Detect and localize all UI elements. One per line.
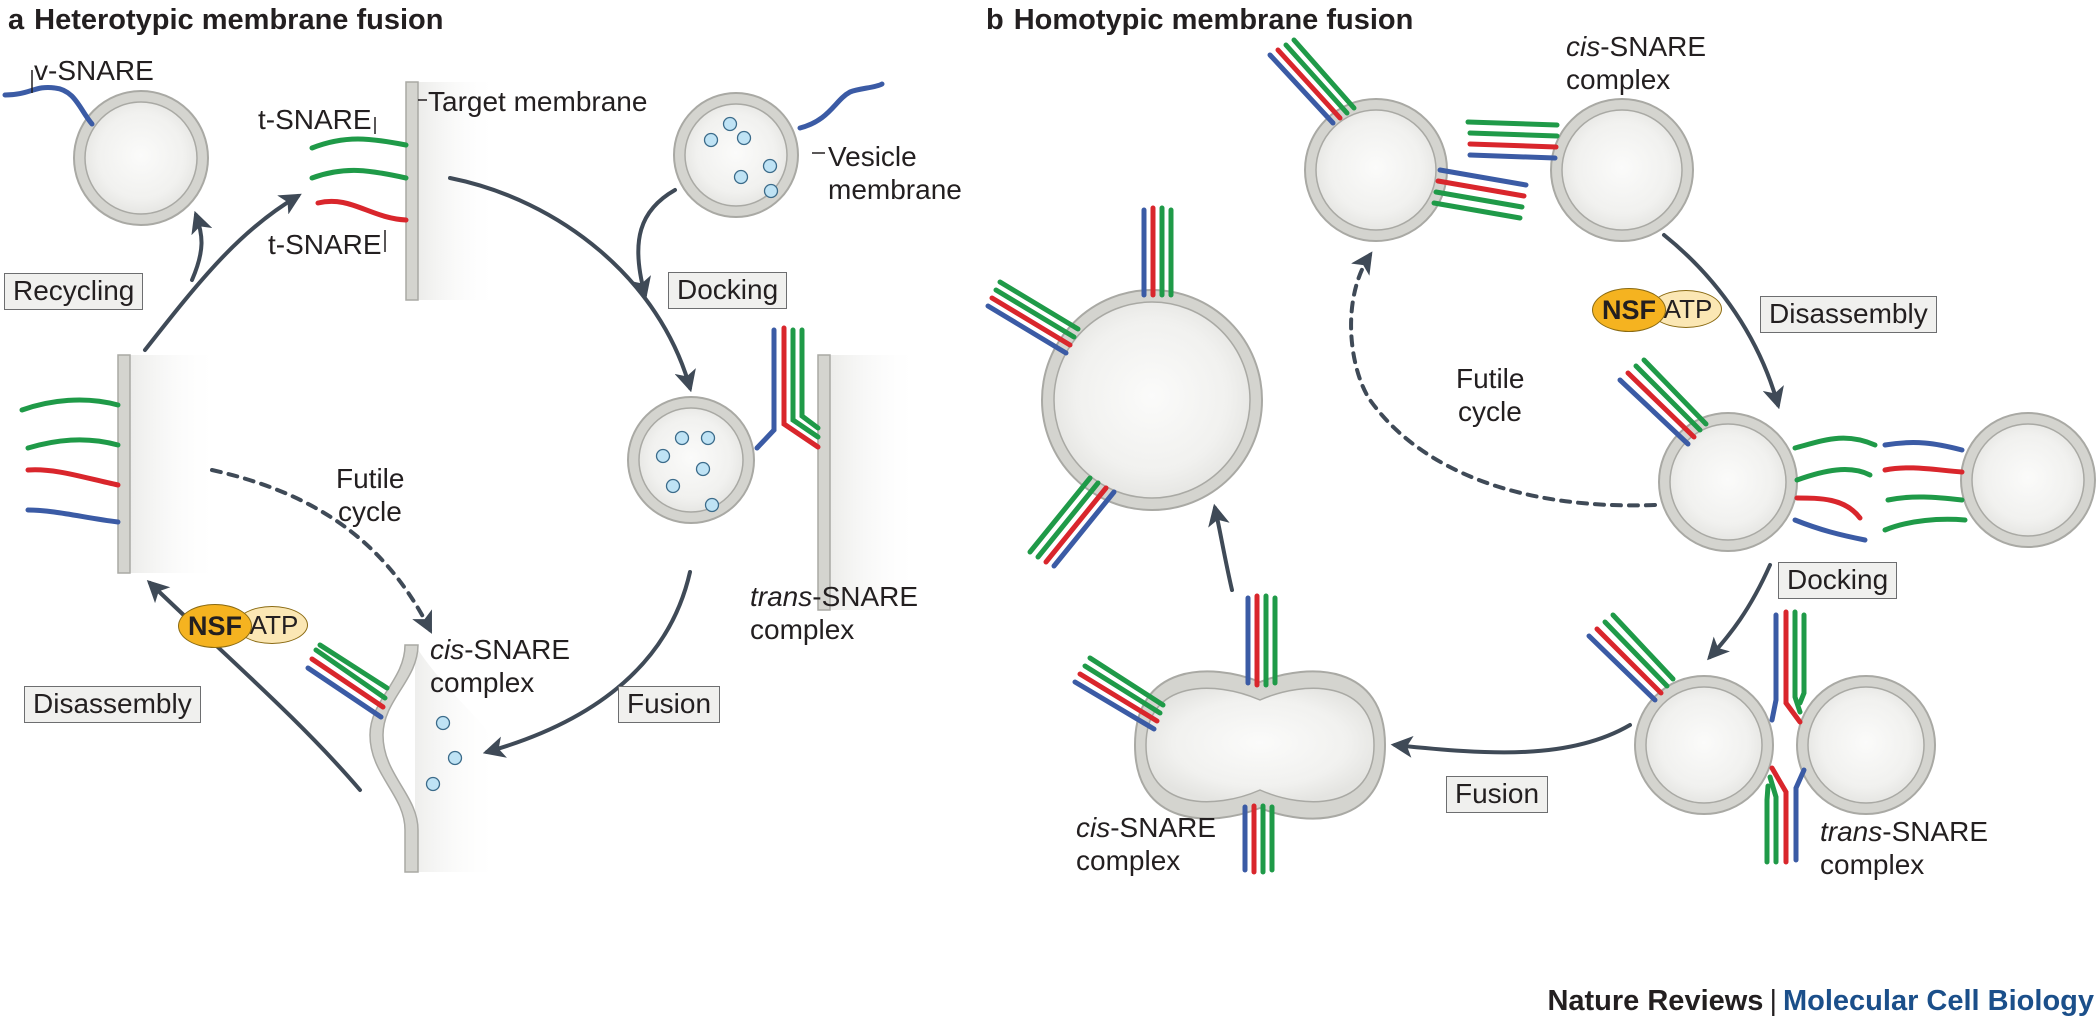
target-membrane-right <box>817 354 920 611</box>
vesicle-pair-middle <box>1658 412 2096 552</box>
free-snares-middle <box>1792 435 1968 543</box>
cis-complex-big-bottom <box>1027 475 1117 569</box>
label-futile-b-2: cycle <box>1458 396 1522 427</box>
cis-complex-top-up <box>1267 37 1357 126</box>
box-fusion-a: Fusion <box>618 686 721 723</box>
box-fusion-b: Fusion <box>1446 776 1549 813</box>
left-red <box>25 467 121 488</box>
fusing-vesicles <box>1133 670 1387 820</box>
nsf-badge: NSF <box>1592 288 1666 332</box>
trans-complex-docking-top <box>1769 609 1807 725</box>
cis-complex-fusing-left <box>1072 655 1166 732</box>
label-v-snare: v-SNARE <box>34 55 154 86</box>
v-snare-free <box>2 84 95 127</box>
cis-complex-top-mid <box>1431 167 1529 221</box>
journal-separator: | <box>1769 985 1777 1017</box>
nsf-atp-badge-a: NSF ATP <box>178 604 310 648</box>
label-cis-snare-b-top: cis-SNARE <box>1566 31 1707 62</box>
label-cis-snare-b-bottom: cis-SNARE <box>1076 812 1217 843</box>
cycle-arrows-a <box>143 176 696 792</box>
cis-complex-middle <box>1617 357 1709 447</box>
box-docking-b: Docking <box>1778 562 1898 599</box>
nsf-atp-badge-b: NSF ATP <box>1592 288 1724 332</box>
label-vesicle-membrane-2: membrane <box>828 174 962 205</box>
fusion-vesicle-a <box>627 396 755 524</box>
vesicle-pair-docking <box>1634 675 1936 815</box>
label-cis-snare-a-2: complex <box>430 667 535 698</box>
cis-complex-top-right <box>1465 119 1560 161</box>
label-trans-snare-a-2: complex <box>750 614 855 645</box>
cis-complex-big-left <box>985 279 1081 356</box>
membrane-left <box>117 354 220 574</box>
t-snare-green-1 <box>309 136 409 151</box>
label-cis-snare-b-top-2: complex <box>1566 64 1671 95</box>
cis-complex-fusing-bottom <box>1242 803 1275 875</box>
vesicle-pair-top <box>1304 98 1694 242</box>
label-trans-snare-b: trans-SNARE <box>1820 816 1989 847</box>
left-green-1 <box>19 397 121 413</box>
journal-name: Nature Reviews <box>1547 985 1764 1017</box>
v-snare-docking <box>797 81 885 131</box>
box-disassembly-a: Disassembly <box>24 686 201 723</box>
label-trans-snare-b-2: complex <box>1820 849 1925 880</box>
label-futile-a-1: Futile <box>336 463 405 494</box>
label-cis-snare-a: cis-SNARE <box>430 634 571 665</box>
box-recycling: Recycling <box>4 273 144 310</box>
trans-snare-complex-a <box>754 325 821 451</box>
box-docking-a: Docking <box>668 272 788 309</box>
cycle-arrows-b <box>1208 233 1784 758</box>
fused-vesicle-b <box>1041 289 1263 511</box>
t-snare-red <box>315 198 409 223</box>
journal-section: Molecular Cell Biology <box>1783 985 2094 1017</box>
label-futile-a-2: cycle <box>338 496 402 527</box>
journal-footer: Nature Reviews|Molecular Cell Biology <box>1547 985 2094 1018</box>
label-cis-snare-b-bottom-2: complex <box>1076 845 1181 876</box>
recycled-vesicle <box>73 90 209 226</box>
label-t-snare-bottom: t-SNARE <box>268 229 382 260</box>
label-t-snare-top: t-SNARE <box>258 104 372 135</box>
nsf-badge: NSF <box>178 604 252 648</box>
box-disassembly-b: Disassembly <box>1760 296 1937 333</box>
left-blue <box>25 507 121 525</box>
t-snare-green-2 <box>309 168 409 181</box>
cis-complex-big-top <box>1141 205 1174 298</box>
target-membrane-top <box>405 81 498 301</box>
cis-complex-docking <box>1586 612 1676 703</box>
trans-complex-docking-bottom <box>1764 765 1807 865</box>
label-vesicle-membrane-1: Vesicle <box>828 141 917 172</box>
cis-snare-complex-a <box>305 642 390 720</box>
label-futile-b-1: Futile <box>1456 363 1525 394</box>
docking-vesicle <box>673 92 799 218</box>
cis-complex-fusing-top <box>1245 593 1278 688</box>
label-target-membrane: Target membrane <box>428 86 648 117</box>
left-green-2 <box>25 437 121 451</box>
label-trans-snare-a: trans-SNARE <box>750 581 919 612</box>
